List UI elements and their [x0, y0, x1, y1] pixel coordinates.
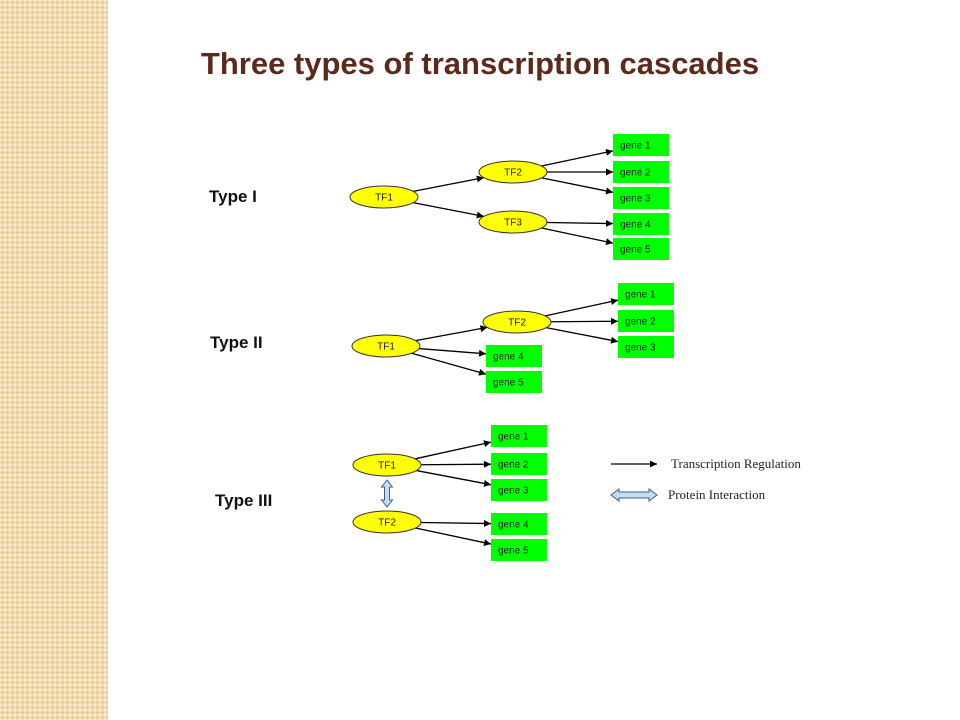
- gene-box: [613, 161, 669, 183]
- tf-label: TF1: [378, 461, 396, 472]
- regulation-arrow-t3-tf2-to-t3-g4: [420, 519, 492, 527]
- tf-node-t2-tf2: TF2: [482, 310, 552, 334]
- regulation-arrow-t2-tf1-to-t2-g4: [418, 347, 487, 357]
- gene-node-t3-g1: gene 1: [491, 425, 547, 447]
- gene-box: [613, 187, 669, 209]
- tf-node-t1-tf3: TF3: [478, 210, 548, 234]
- regulation-arrow-t3-tf2-to-t3-g5: [415, 527, 492, 547]
- tf-label: TF2: [504, 168, 522, 179]
- gene-box: [618, 310, 674, 332]
- gene-node-t1-g1: gene 1: [613, 134, 669, 156]
- tf-ellipse: [478, 160, 548, 184]
- legend-interaction-arrow: [610, 488, 658, 502]
- gene-node-t3-g4: gene 4: [491, 513, 547, 535]
- gene-box: [613, 134, 669, 156]
- tf-ellipse: [482, 310, 552, 334]
- gene-label: gene 5: [620, 245, 651, 256]
- tf-node-t3-tf1: TF1: [352, 453, 422, 477]
- tf-node-t1-tf2: TF2: [478, 160, 548, 184]
- gene-label: gene 2: [498, 460, 529, 471]
- gene-node-t2-g3: gene 3: [618, 336, 674, 358]
- gene-node-t3-g3: gene 3: [491, 479, 547, 501]
- regulation-arrow-t3-tf1-to-t3-g3: [416, 469, 492, 487]
- tf-label: TF2: [378, 518, 396, 529]
- gene-box: [491, 425, 547, 447]
- page-title: Three types of transcription cascades: [200, 46, 760, 81]
- regulation-arrow-t1-tf2-to-t1-g3: [541, 177, 614, 195]
- regulation-arrow-t3-tf1-to-t3-g1: [414, 440, 492, 460]
- gene-label: gene 2: [620, 168, 651, 179]
- gene-box: [491, 539, 547, 561]
- regulation-arrow-t3-tf1-to-t3-g2: [420, 460, 492, 468]
- regulation-arrow-t1-tf1-to-t1-tf2: [413, 175, 484, 192]
- gene-label: gene 2: [625, 317, 656, 328]
- gene-label: gene 3: [625, 343, 656, 354]
- gene-node-t1-g2: gene 2: [613, 161, 669, 183]
- gene-label: gene 1: [498, 432, 529, 443]
- gene-label: gene 3: [620, 194, 651, 205]
- decorative-sidebar: [0, 0, 107, 720]
- tf-node-t3-tf2: TF2: [352, 510, 422, 534]
- tf-label: TF2: [508, 318, 526, 329]
- gene-label: gene 4: [493, 352, 524, 363]
- tf-node-t2-tf1: TF1: [351, 334, 421, 358]
- tf-ellipse: [478, 210, 548, 234]
- regulation-arrow-t1-tf3-to-t1-g4: [546, 219, 614, 227]
- legend-interaction-label: Protein Interaction: [668, 487, 766, 502]
- gene-node-t2-g2: gene 2: [618, 310, 674, 332]
- gene-node-t1-g5: gene 5: [613, 238, 669, 260]
- gene-box: [491, 513, 547, 535]
- gene-label: gene 1: [620, 141, 651, 152]
- legend: Transcription Regulation Protein Interac…: [610, 456, 801, 502]
- gene-box: [613, 238, 669, 260]
- edges-layer: [380, 148, 619, 547]
- regulation-arrow-t2-tf1-to-t2-g5: [411, 352, 487, 376]
- regulation-arrow-t2-tf2-to-t2-g3: [546, 327, 619, 344]
- gene-label: gene 5: [493, 378, 524, 389]
- tf-ellipse: [349, 185, 419, 209]
- gene-box: [486, 371, 542, 393]
- gene-node-t2-g4: gene 4: [486, 345, 542, 367]
- regulation-arrow-t1-tf3-to-t1-g5: [541, 227, 614, 246]
- tf-label: TF3: [504, 218, 522, 229]
- gene-box: [613, 213, 669, 235]
- gene-node-t3-g2: gene 2: [491, 453, 547, 475]
- regulation-arrow-t1-tf1-to-t1-tf3: [413, 202, 484, 219]
- sidebar-divider: [107, 0, 108, 720]
- type-3-label: Type III: [215, 491, 273, 510]
- tf-label: TF1: [375, 193, 393, 204]
- gene-node-t2-g5: gene 5: [486, 371, 542, 393]
- tf-label: TF1: [377, 342, 395, 353]
- gene-label: gene 3: [498, 486, 529, 497]
- regulation-arrow-t2-tf2-to-t2-g2: [550, 317, 619, 325]
- gene-node-t1-g4: gene 4: [613, 213, 669, 235]
- regulation-arrow-t2-tf2-to-t2-g1: [545, 298, 619, 317]
- gene-node-t2-g1: gene 1: [618, 283, 674, 305]
- gene-box: [491, 453, 547, 475]
- gene-box: [618, 283, 674, 305]
- legend-regulation-label: Transcription Regulation: [671, 456, 801, 471]
- type-2-label: Type II: [210, 333, 263, 352]
- gene-box: [618, 336, 674, 358]
- regulation-arrow-t2-tf1-to-t2-tf2: [415, 325, 488, 342]
- tf-node-t1-tf1: TF1: [349, 185, 419, 209]
- gene-label: gene 4: [498, 520, 529, 531]
- gene-node-t1-g3: gene 3: [613, 187, 669, 209]
- gene-label: gene 5: [498, 546, 529, 557]
- gene-box: [486, 345, 542, 367]
- gene-label: gene 4: [620, 220, 651, 231]
- gene-box: [491, 479, 547, 501]
- type-1-label: Type I: [209, 187, 257, 206]
- regulation-arrow-t1-tf2-to-t1-g1: [541, 148, 614, 167]
- tf-ellipse: [352, 453, 422, 477]
- gene-node-t3-g5: gene 5: [491, 539, 547, 561]
- protein-interaction-arrow-t3-tf1-t3-tf2: [380, 479, 394, 508]
- gene-label: gene 1: [625, 290, 656, 301]
- tf-ellipse: [351, 334, 421, 358]
- tf-ellipse: [352, 510, 422, 534]
